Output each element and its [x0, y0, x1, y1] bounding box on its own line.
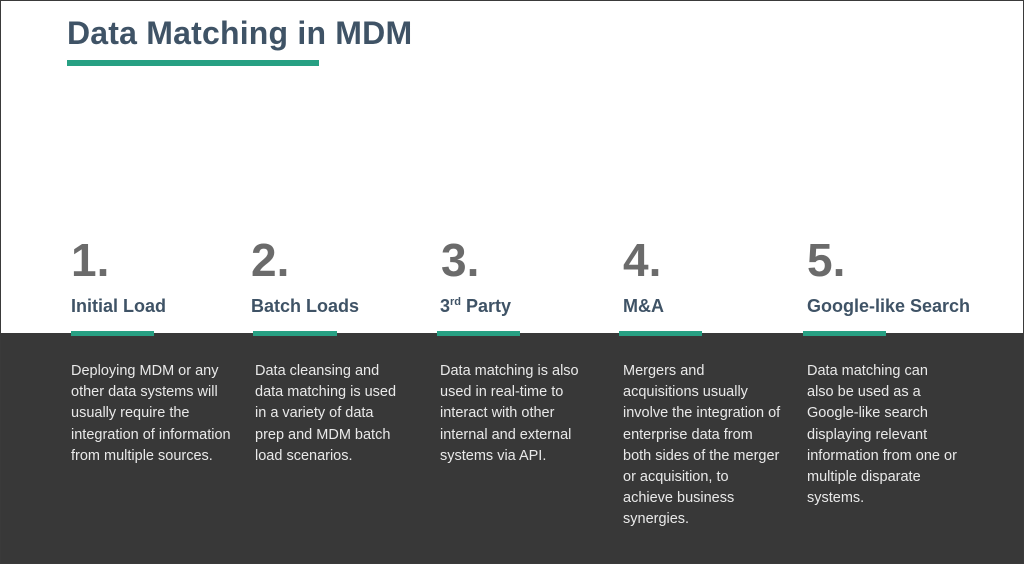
item-2-heading: Batch Loads — [251, 296, 360, 316]
item-3-accent-bar — [437, 331, 520, 336]
item-3-heading-prefix: 3 — [440, 296, 451, 316]
item-4-description: Mergers and acquisitions usually involve… — [623, 363, 781, 528]
title-underline — [67, 60, 319, 66]
item-1-description: Deploying MDM or any other data systems … — [71, 363, 231, 464]
item-3-heading-sup: rd — [450, 296, 462, 308]
item-3-number: 3. — [441, 234, 480, 286]
dark-band — [1, 333, 1023, 563]
slide-title: Data Matching in MDM — [67, 15, 413, 51]
item-5-heading: Google-like Search — [807, 296, 971, 316]
item-2-accent-bar — [253, 331, 337, 336]
item-1-heading: Initial Load — [71, 296, 167, 316]
item-5-description: Data matching can also be used as a Goog… — [807, 363, 957, 507]
item-3-description: Data matching is also used in real-time … — [440, 363, 579, 464]
item-2-description: Data cleansing and data matching is used… — [255, 363, 397, 464]
item-4-heading: M&A — [623, 296, 664, 316]
item-3-heading: 3rd Party — [440, 296, 511, 317]
item-5-accent-bar — [803, 331, 886, 336]
item-3-heading-suffix: Party — [461, 296, 512, 316]
item-5-number: 5. — [807, 234, 846, 286]
item-1-number: 1. — [71, 234, 110, 286]
item-4-number: 4. — [623, 234, 662, 286]
item-4-accent-bar — [619, 331, 702, 336]
item-1-accent-bar — [71, 331, 154, 336]
item-2-number: 2. — [251, 234, 290, 286]
